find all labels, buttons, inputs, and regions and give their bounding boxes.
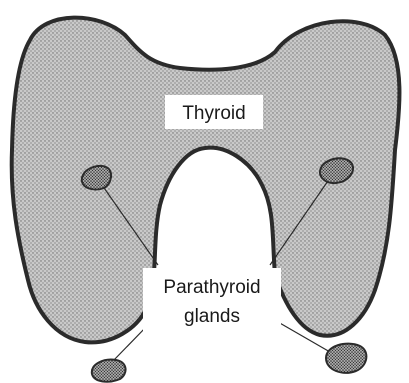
parathyroid-gland-lower-right [326,344,366,373]
parathyroid-label-line2: glands [184,306,240,327]
parathyroid-gland-upper-right [320,158,353,183]
parathyroid-gland-lower-left [92,360,126,382]
parathyroid-label-line1: Parathyroid [163,277,260,298]
thyroid-label: Thyroid [182,103,245,124]
